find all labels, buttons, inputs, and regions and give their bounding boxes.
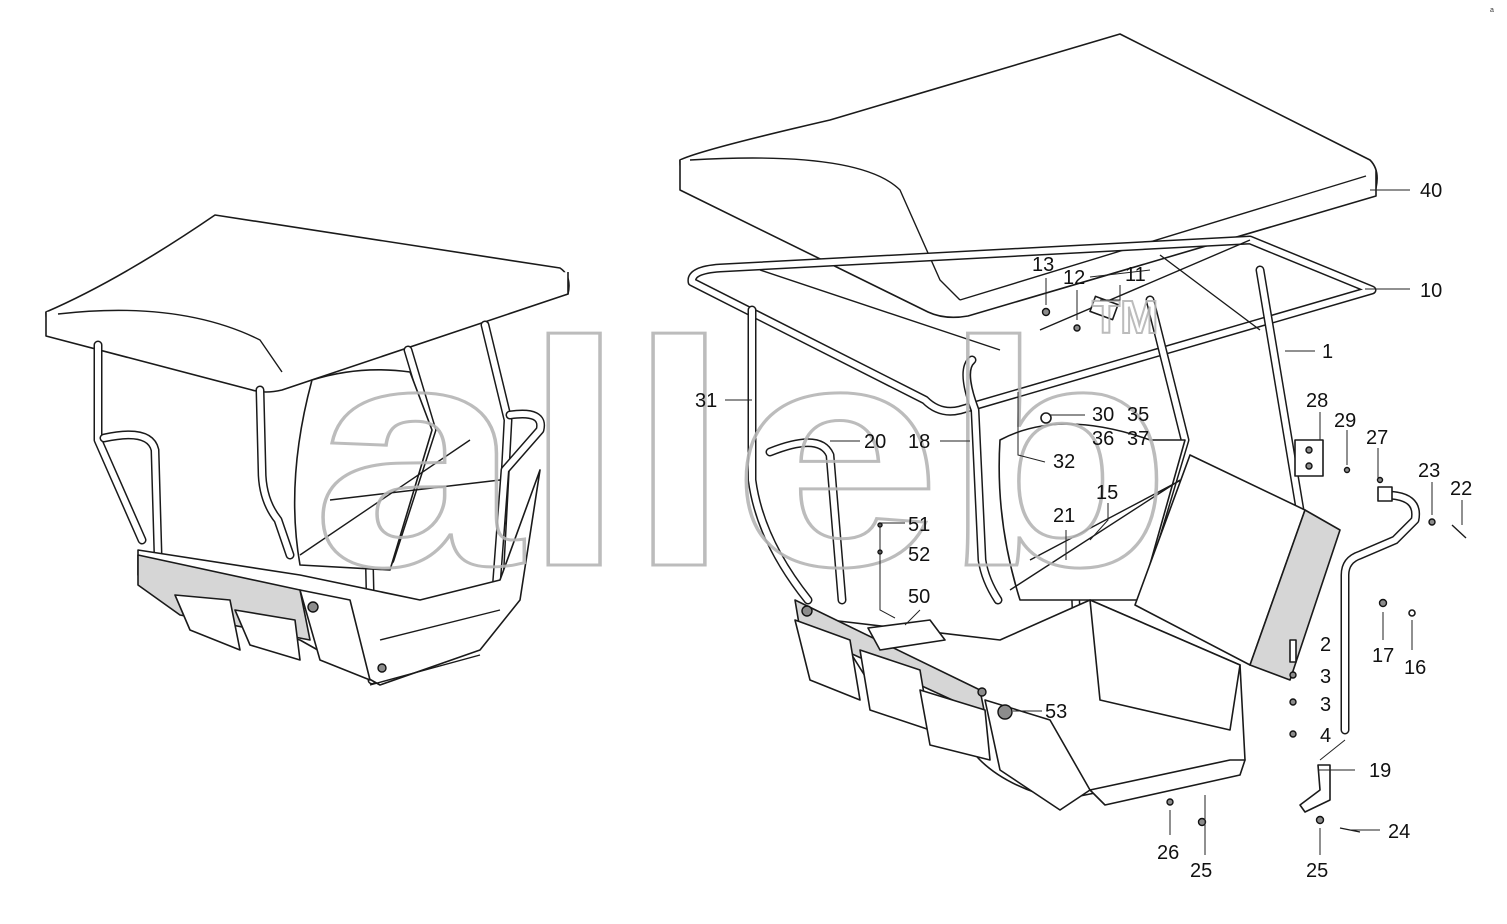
exploded-canopy-view — [679, 33, 1467, 833]
callout-24: 24 — [1388, 821, 1410, 843]
callout-52: 52 — [908, 544, 930, 566]
callout-26: 26 — [1157, 842, 1179, 864]
watermark: alleb TM — [311, 274, 1174, 635]
assembled-roof-edge — [45, 272, 569, 393]
plate-50 — [867, 619, 946, 651]
callout-20: 20 — [864, 431, 886, 453]
callout-51: 51 — [908, 514, 930, 536]
callout-30: 30 — [1092, 404, 1114, 426]
callout-3b: 3 — [1320, 694, 1331, 716]
callout-37: 37 — [1127, 428, 1149, 450]
callout-40: 40 — [1420, 180, 1442, 202]
callout-35: 35 — [1127, 404, 1149, 426]
callout-13: 13 — [1032, 254, 1054, 276]
callout-4: 4 — [1320, 725, 1331, 747]
callout-11: 11 — [1125, 264, 1146, 286]
callout-2: 2 — [1320, 634, 1331, 656]
callout-50: 50 — [908, 586, 930, 608]
svg-text:alleb: alleb — [312, 275, 1172, 633]
callout-21: 21 — [1053, 505, 1075, 527]
bracket-19 — [1299, 764, 1331, 813]
callout-15: 15 — [1096, 482, 1118, 504]
bracket-28 — [1294, 439, 1324, 477]
callout-32: 32 — [1053, 451, 1075, 473]
corner-mark: a — [1490, 7, 1494, 14]
svg-text:TM: TM — [1092, 291, 1158, 343]
callout-17: 17 — [1372, 645, 1394, 667]
leader-lines — [725, 189, 1463, 855]
callout-23: 23 — [1418, 460, 1440, 482]
callout-19: 19 — [1369, 760, 1391, 782]
callout-16: 16 — [1404, 657, 1426, 679]
side-panel — [984, 699, 1091, 811]
callout-31: 31 — [695, 390, 717, 412]
assembled-canopy-view — [45, 214, 570, 686]
callout-36: 36 — [1092, 428, 1114, 450]
plug-53 — [997, 704, 1013, 720]
callout-28: 28 — [1306, 390, 1328, 412]
callout-12: 12 — [1063, 267, 1085, 289]
callout-18: 18 — [908, 431, 930, 453]
callout-27: 27 — [1366, 427, 1388, 449]
assembled-rear-panel — [293, 368, 433, 571]
callout-10: 10 — [1420, 280, 1442, 302]
callout-25b: 25 — [1306, 860, 1328, 882]
callout-29: 29 — [1334, 410, 1356, 432]
callout-labels: 40 10 1 13 12 11 31 20 18 30 35 36 37 32… — [695, 180, 1472, 882]
callout-3a: 3 — [1320, 666, 1331, 688]
callout-22: 22 — [1450, 478, 1472, 500]
roof-edge-40 — [679, 160, 1377, 319]
fastener-dots — [877, 295, 1467, 833]
callout-1: 1 — [1322, 341, 1333, 363]
rear-panel-15 — [998, 423, 1186, 601]
callout-25a: 25 — [1190, 860, 1212, 882]
callout-53: 53 — [1045, 701, 1067, 723]
